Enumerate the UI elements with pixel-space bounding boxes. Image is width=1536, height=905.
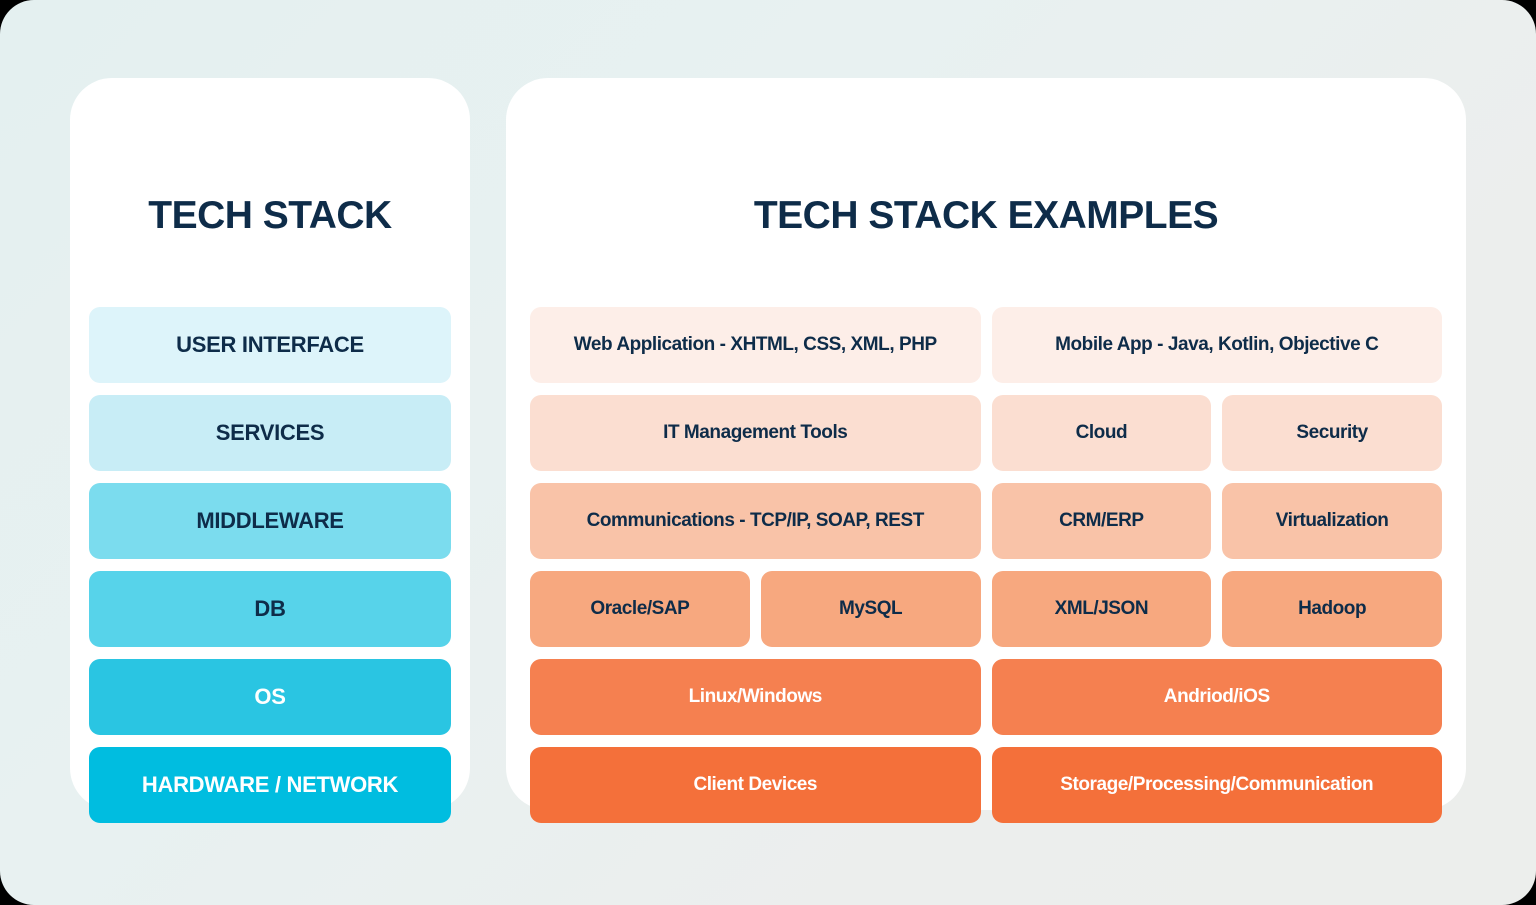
tech-stack-example-cell: Hadoop (1222, 570, 1442, 647)
tech-stack-example-left-group: IT Management Tools (530, 394, 981, 471)
tech-stack-layer-row: DB (89, 570, 451, 647)
tech-stack-example-left-group: Communications - TCP/IP, SOAP, REST (530, 482, 981, 559)
tech-stack-example-cell: Security (1222, 394, 1442, 471)
tech-stack-example-cell: Virtualization (1222, 482, 1442, 559)
tech-stack-example-left-group: Linux/Windows (530, 658, 981, 735)
tech-stack-layer-row: USER INTERFACE (89, 306, 451, 383)
tech-stack-title: TECH STACK (148, 194, 392, 238)
tech-stack-examples-panel: TECH STACK EXAMPLES Web Application - XH… (506, 78, 1466, 823)
tech-stack-layer-row: HARDWARE / NETWORK (89, 746, 451, 823)
tech-stack-example-cell: Mobile App - Java, Kotlin, Objective C (991, 306, 1442, 383)
tech-stack-panel: TECH STACK USER INTERFACE SERVICES MIDDLEW… (70, 78, 470, 823)
tech-stack-layer-label: OS (254, 683, 286, 709)
tech-stack-layer-label: HARDWARE / NETWORK (141, 771, 399, 797)
tech-stack-example-cell: Communications - TCP/IP, SOAP, REST (530, 482, 981, 559)
tech-stack-layer-row: SERVICES (89, 394, 451, 471)
tech-stack-example-cell: Storage/Processing/Communication (991, 746, 1442, 823)
tech-stack-example-cell: Linux/Windows (530, 658, 981, 735)
tech-stack-layer-row: MIDDLEWARE (89, 482, 451, 559)
tech-stack-example-right-group: Mobile App - Java, Kotlin, Objective C (991, 306, 1442, 383)
tech-stack-example-left-group: Client Devices (530, 746, 981, 823)
tech-stack-example-cell: Client Devices (530, 746, 981, 823)
tech-stack-layer-label: USER INTERFACE (176, 331, 364, 357)
tech-stack-layer-list: USER INTERFACE SERVICES MIDDLEWARE DB OS HARD… (89, 306, 451, 823)
tech-stack-layer-label: MIDDLEWARE (196, 507, 344, 533)
tech-stack-example-cell: Web Application - XHTML, CSS, XML, PHP (530, 306, 981, 383)
tech-stack-layer-label: SERVICES (215, 419, 325, 445)
tech-stack-example-cell: XML/JSON (991, 570, 1212, 647)
tech-stack-example-right-group: Storage/Processing/Communication (991, 746, 1442, 823)
tech-stack-example-cell: IT Management Tools (530, 394, 981, 471)
tech-stack-example-cell: Andriod/iOS (991, 658, 1442, 735)
tech-stack-example-cell: Cloud (991, 394, 1212, 471)
tech-stack-example-left-group: Web Application - XHTML, CSS, XML, PHP (530, 306, 981, 383)
tech-stack-example-cell: CRM/ERP (991, 482, 1212, 559)
tech-stack-examples-title: TECH STACK EXAMPLES (753, 194, 1219, 238)
tech-stack-layer-label: DB (254, 595, 286, 621)
tech-stack-example-cell: MySQL (760, 570, 981, 647)
tech-stack-example-cell: Oracle/SAP (530, 570, 750, 647)
tech-stack-layer-row: OS (89, 658, 451, 735)
tech-stack-example-right-group: Andriod/iOS (991, 658, 1442, 735)
